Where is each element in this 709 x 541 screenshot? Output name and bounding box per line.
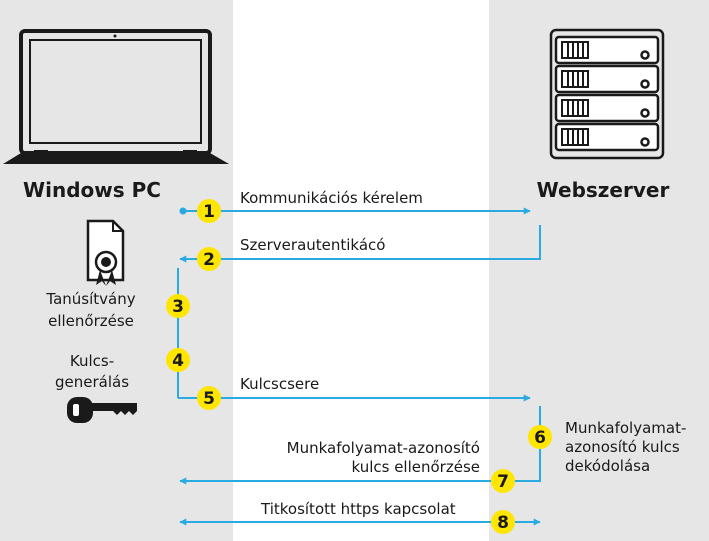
step-4-label-line-1: Kulcs- [70, 352, 114, 370]
step-5-number: 5 [203, 389, 215, 409]
key-icon [67, 397, 137, 423]
step-6-number: 6 [534, 428, 546, 448]
step-4-label-line-2: generálás [55, 373, 129, 391]
step-7-label-line-1: Munkafolyamat-azonosító [287, 439, 480, 457]
step-7-number: 7 [497, 472, 509, 492]
step-5-badge: 5 [197, 386, 221, 410]
step-1-number: 1 [203, 202, 215, 222]
laptop-icon [3, 29, 229, 164]
step-2-badge: 2 [197, 247, 221, 271]
step-2-number: 2 [203, 250, 215, 270]
step-7-badge: 7 [491, 469, 515, 493]
step-3-badge: 3 [166, 294, 190, 318]
flow-lines [177, 207, 541, 526]
step-1-label: Kommunikációs kérelem [240, 189, 423, 207]
server-icon [549, 28, 665, 160]
client-title: Windows PC [23, 178, 161, 202]
step-8-label: Titkosított https kapcsolat [260, 500, 456, 518]
step-8-number: 8 [497, 513, 509, 533]
step-3-label-line-2: ellenőrzése [48, 312, 134, 330]
step-5-label: Kulcscsere [240, 375, 319, 393]
step-3-number: 3 [172, 297, 184, 317]
step-6-label-line-2: azonosító kulcs [565, 438, 680, 456]
step-2-label: Szerverautentikácó [240, 236, 385, 254]
certificate-icon [86, 219, 125, 286]
step-4-badge: 4 [166, 348, 190, 372]
server-title: Webszerver [537, 178, 670, 202]
step-6-badge: 6 [528, 425, 552, 449]
step-6-label-line-3: dekódolása [565, 457, 650, 475]
step-6-label-line-1: Munkafolyamat- [565, 419, 686, 437]
arrow-step-2 [179, 225, 541, 263]
step-4-number: 4 [172, 351, 184, 371]
step-7-label-line-2: kulcs ellenőrzése [351, 458, 480, 476]
step-8-badge: 8 [491, 510, 515, 534]
step-3-label-line-1: Tanúsítvány [45, 290, 135, 308]
step-1-badge: 1 [197, 199, 221, 223]
